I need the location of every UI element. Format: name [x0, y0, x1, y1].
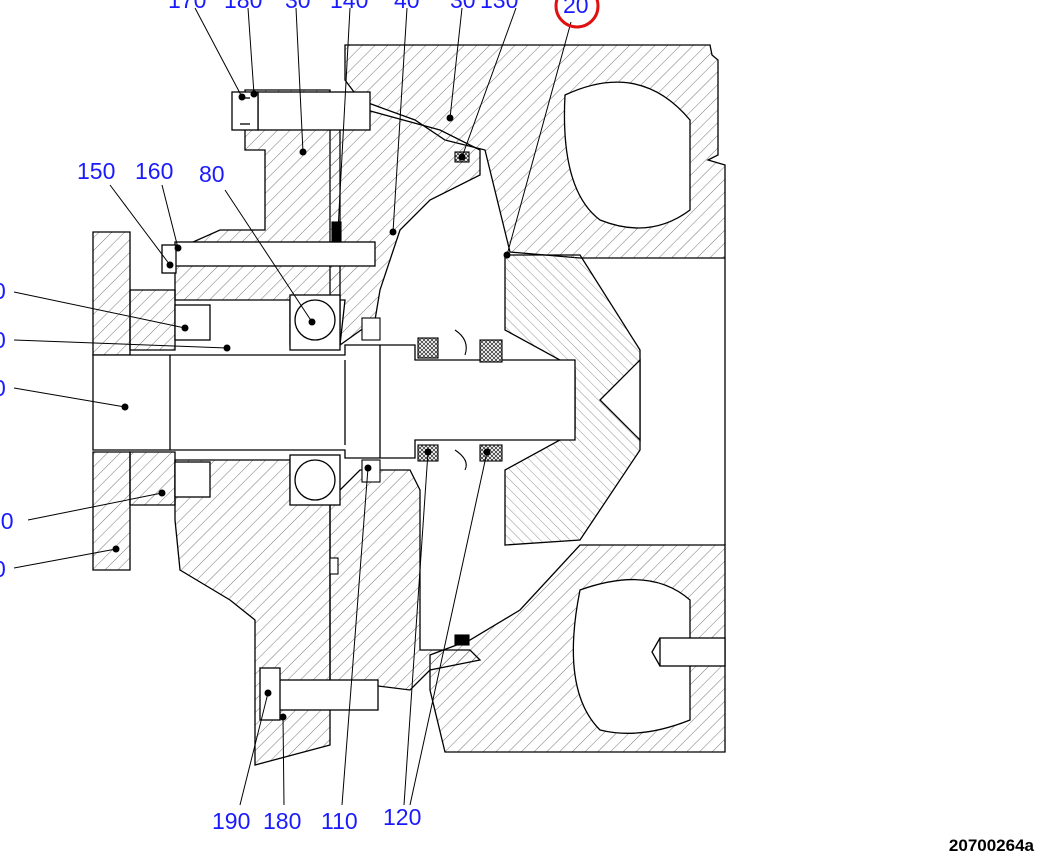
callout-left-3: 0: [0, 377, 6, 400]
callout-190: 190: [212, 808, 251, 834]
callout-180-top: 180: [224, 0, 263, 13]
callout-130: 130: [480, 0, 519, 13]
callout-30-left: 30: [285, 0, 311, 13]
callout-left-1: 0: [0, 280, 6, 303]
callout-160: 160: [135, 158, 174, 184]
callout-180-bottom: 180: [263, 808, 302, 834]
impeller: [504, 254, 641, 546]
callout-left-4: 00: [0, 508, 14, 534]
leader-lines: [13, 7, 572, 806]
callout-110: 110: [321, 808, 358, 834]
callout-left-2: 0: [0, 329, 6, 352]
callout-150: 150: [77, 158, 116, 184]
callout-30-right: 30: [450, 0, 476, 13]
callout-80: 80: [199, 161, 225, 187]
document-id: 20700264a: [948, 836, 1034, 855]
highlight-circle: [554, 0, 600, 29]
callout-20: 20: [563, 0, 589, 18]
callout-170: 170: [168, 0, 207, 13]
callout-left-5: 0: [0, 558, 6, 581]
callout-140: 140: [330, 0, 369, 13]
callout-120: 120: [383, 804, 422, 830]
bearings: [174, 294, 341, 506]
callout-40: 40: [394, 0, 420, 13]
shaft: [92, 344, 576, 459]
bearing-housing: [161, 89, 379, 766]
cover-plate: [329, 99, 482, 691]
